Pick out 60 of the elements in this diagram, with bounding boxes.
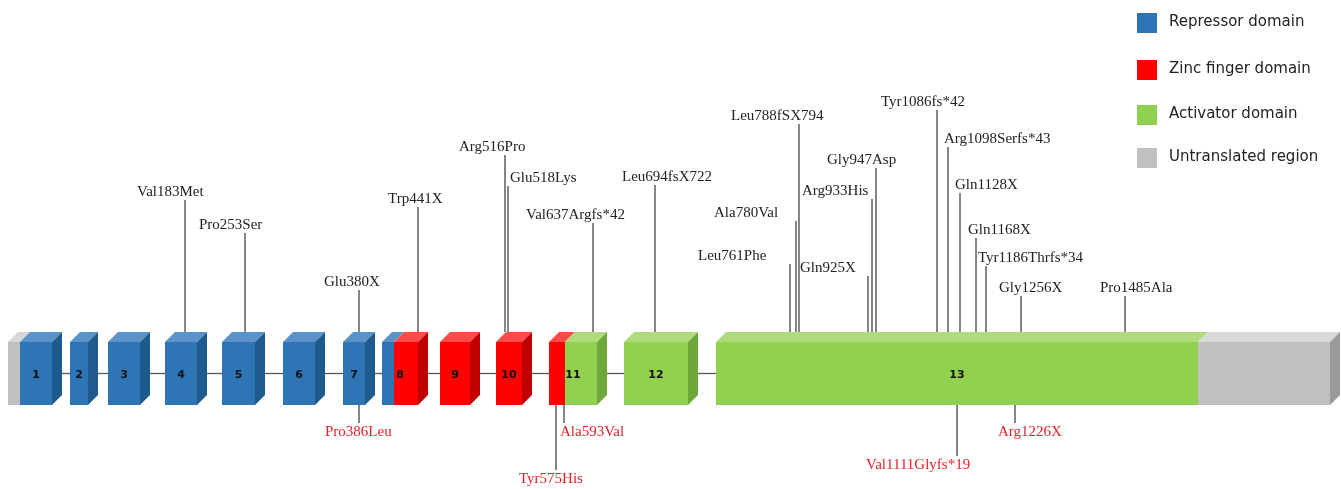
exon-block: 11 — [549, 332, 607, 405]
mutation-label: Trp441X — [388, 190, 443, 207]
leader-line — [789, 263, 791, 333]
legend-label: Untranslated region — [1169, 147, 1319, 165]
mutation-label: Ala593Val — [560, 423, 625, 440]
leader-line — [936, 109, 938, 333]
mutation-label: Leu761Phe — [698, 247, 767, 264]
leader-line — [507, 185, 509, 333]
mutation-label: Arg1098Serfs*43 — [944, 130, 1051, 147]
untranslated-region-block — [1198, 332, 1340, 405]
leader-line — [1020, 295, 1022, 333]
leader-line — [875, 167, 877, 333]
mutation-label: Pro253Ser — [199, 216, 263, 233]
mutation-label: Tyr575His — [519, 470, 583, 487]
leader-line — [417, 206, 419, 333]
leader-line — [563, 404, 565, 424]
mutation-label: Val183Met — [137, 183, 204, 200]
leader-line — [244, 232, 246, 333]
leader-line — [975, 237, 977, 333]
mutation-label: Gln925X — [800, 259, 856, 276]
mutation-label: Gly1256X — [999, 279, 1063, 296]
mutation-label: Arg1226X — [998, 423, 1062, 440]
mutation-label: Val637Argfs*42 — [526, 206, 625, 223]
leader-line — [1014, 404, 1016, 424]
leader-line — [504, 154, 506, 333]
mutation-label: Val1111Glyfs*19 — [866, 456, 971, 473]
legend-label: Activator domain — [1169, 104, 1298, 122]
mutation-label: Pro386Leu — [325, 423, 392, 440]
mutation-label: Tyr1186Thrfs*34 — [978, 249, 1084, 266]
mutation-label: Leu788fSX794 — [731, 107, 824, 124]
leader-line — [798, 123, 800, 333]
mutation-label: Arg516Pro — [459, 138, 526, 155]
leader-line — [947, 146, 949, 333]
legend-label: Repressor domain — [1169, 12, 1305, 30]
leader-line — [867, 275, 869, 333]
leader-line — [654, 184, 656, 333]
mutation-label: Leu694fsX722 — [622, 168, 712, 185]
mutation-label: Gly947Asp — [827, 151, 897, 168]
leader-line — [184, 199, 186, 333]
legend-label: Zinc finger domain — [1169, 59, 1311, 77]
leader-line — [956, 404, 958, 457]
mutation-label: Pro1485Ala — [1100, 279, 1173, 296]
leader-line — [592, 222, 594, 333]
leader-line — [358, 289, 360, 333]
mutation-label: Ala780Val — [714, 204, 779, 221]
exon-block: 8 — [382, 332, 428, 405]
leader-line — [555, 404, 557, 471]
leader-line — [871, 198, 873, 333]
leader-line — [985, 265, 987, 333]
mutation-label: Tyr1086fs*42 — [881, 93, 965, 110]
leader-line — [795, 220, 797, 333]
mutation-label: Arg933His — [802, 182, 869, 199]
mutation-label: Gln1128X — [955, 176, 1018, 193]
mutation-label: Glu380X — [324, 273, 380, 290]
leader-line — [959, 192, 961, 333]
mutation-label: Gln1168X — [968, 221, 1031, 238]
leader-line — [358, 404, 360, 424]
mutation-label: Glu518Lys — [510, 169, 577, 186]
untranslated-region-block — [8, 332, 30, 405]
leader-line — [1124, 295, 1126, 333]
